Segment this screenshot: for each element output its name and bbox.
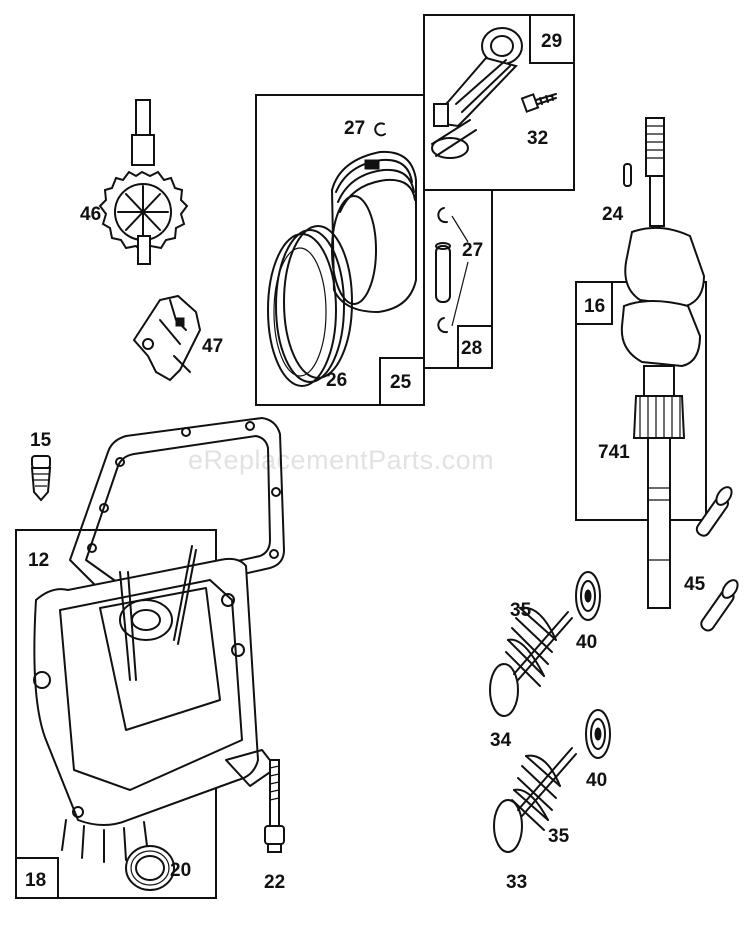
box-18-number: 18	[25, 870, 46, 891]
cam-gear-part-46	[98, 99, 189, 265]
callout-27-top: 27	[344, 118, 365, 139]
box-25-label-frame	[379, 357, 425, 406]
callout-32: 32	[527, 128, 548, 149]
box-18-label-frame	[15, 857, 59, 899]
retainer-part-40-lower	[585, 709, 611, 759]
callout-34: 34	[490, 730, 512, 751]
piston-rings-part-26	[267, 225, 353, 387]
callout-40-lower: 40	[586, 770, 607, 791]
box-28-label-frame	[457, 325, 493, 369]
callout-47: 47	[202, 336, 223, 357]
valve-spring-part-35-upper	[505, 606, 557, 687]
crankshaft-part-16	[620, 117, 706, 609]
rod-bolt-part-32	[520, 93, 557, 113]
callout-45: 45	[684, 574, 706, 595]
tappet-part-45-upper	[695, 486, 733, 537]
callout-22: 22	[264, 872, 285, 893]
valve-part-34	[489, 611, 573, 717]
oil-seal-part-20	[125, 845, 175, 891]
callout-12: 12	[28, 550, 49, 571]
piston-part-25	[330, 150, 417, 314]
connecting-rod-part-29	[431, 27, 523, 159]
callout-40-upper: 40	[576, 632, 597, 653]
wrist-pin-part-28	[435, 207, 469, 334]
box-25-number: 25	[390, 372, 412, 393]
callout-35-upper: 35	[510, 600, 532, 621]
valve-part-33	[493, 747, 577, 853]
box-29-label-frame	[529, 14, 575, 64]
box-28-number: 28	[461, 338, 482, 359]
callout-24: 24	[602, 204, 624, 225]
callout-26: 26	[326, 370, 347, 391]
callout-46: 46	[80, 204, 101, 225]
governor-bracket-part-47	[132, 294, 202, 382]
retainer-part-40-upper	[575, 571, 601, 621]
callout-35-lower: 35	[548, 826, 570, 847]
callout-33: 33	[506, 872, 527, 893]
callout-15: 15	[30, 430, 52, 451]
crankcase-cover-part-18	[33, 545, 277, 863]
watermark-text: eReplacementParts.com	[188, 445, 494, 475]
callout-741: 741	[598, 442, 630, 463]
box-16-number: 16	[584, 296, 605, 317]
box-29-number: 29	[541, 31, 562, 52]
callout-27-lower: 27	[462, 240, 483, 261]
retaining-clip-27-top	[374, 122, 386, 137]
key-part-24	[623, 163, 632, 187]
box-29-frame	[423, 14, 575, 191]
box-16-label-frame	[575, 281, 613, 325]
callout-20: 20	[170, 860, 191, 881]
plug-part-15	[30, 455, 52, 502]
tappet-part-45-lower	[700, 579, 739, 632]
bolt-part-22	[264, 759, 285, 853]
